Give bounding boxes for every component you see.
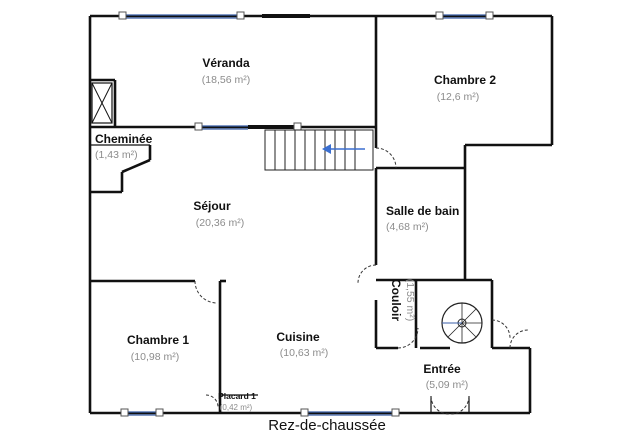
room-couloir: Couloir (1,55 m²): [389, 279, 416, 322]
room-chambre-2: Chambre 2 (12,6 m²): [434, 73, 496, 103]
room-area: (12,6 m²): [437, 91, 480, 103]
room-area: (10,63 m²): [280, 347, 328, 359]
room-cheminee: Cheminée (1,43 m²): [95, 132, 153, 161]
stair-arrow-icon: [322, 144, 331, 154]
windows: [118, 11, 494, 417]
room-sejour: Séjour (20,36 m²): [193, 199, 244, 229]
room-name: Séjour: [193, 199, 231, 213]
spiral-staircase: [441, 302, 483, 344]
room-entree: Entrée (5,09 m²): [423, 362, 468, 391]
room-veranda: Véranda (18,56 m²): [202, 56, 250, 86]
room-name: Cuisine: [276, 330, 320, 344]
room-placard-1: Placard 1 (0,42 m²): [218, 391, 256, 412]
room-area: (1,55 m²): [404, 279, 416, 322]
room-name: Salle de bain: [386, 204, 459, 218]
room-area: (20,36 m²): [196, 217, 244, 229]
room-name: Chambre 1: [127, 333, 189, 347]
room-area: (0,42 m²): [220, 403, 253, 412]
room-area: (4,68 m²): [386, 221, 429, 233]
room-cuisine: Cuisine (10,63 m²): [276, 330, 328, 359]
room-name: Entrée: [423, 362, 461, 376]
room-chambre-1: Chambre 1 (10,98 m²): [127, 333, 189, 363]
doors: [194, 147, 529, 415]
room-area: (1,43 m²): [95, 149, 138, 161]
room-name: Véranda: [202, 56, 250, 70]
room-name: Cheminée: [95, 132, 153, 146]
room-name: Placard 1: [218, 391, 256, 401]
room-area: (5,09 m²): [426, 379, 469, 391]
room-name: Couloir: [389, 279, 403, 321]
fireplace-symbol: [91, 82, 113, 124]
plan-caption: Rez-de-chaussée: [268, 417, 386, 434]
room-area: (18,56 m²): [202, 74, 250, 86]
room-name: Chambre 2: [434, 73, 496, 87]
staircase: [264, 129, 374, 171]
room-area: (10,98 m²): [131, 351, 179, 363]
room-salle-de-bain: Salle de bain (4,68 m²): [386, 204, 459, 233]
